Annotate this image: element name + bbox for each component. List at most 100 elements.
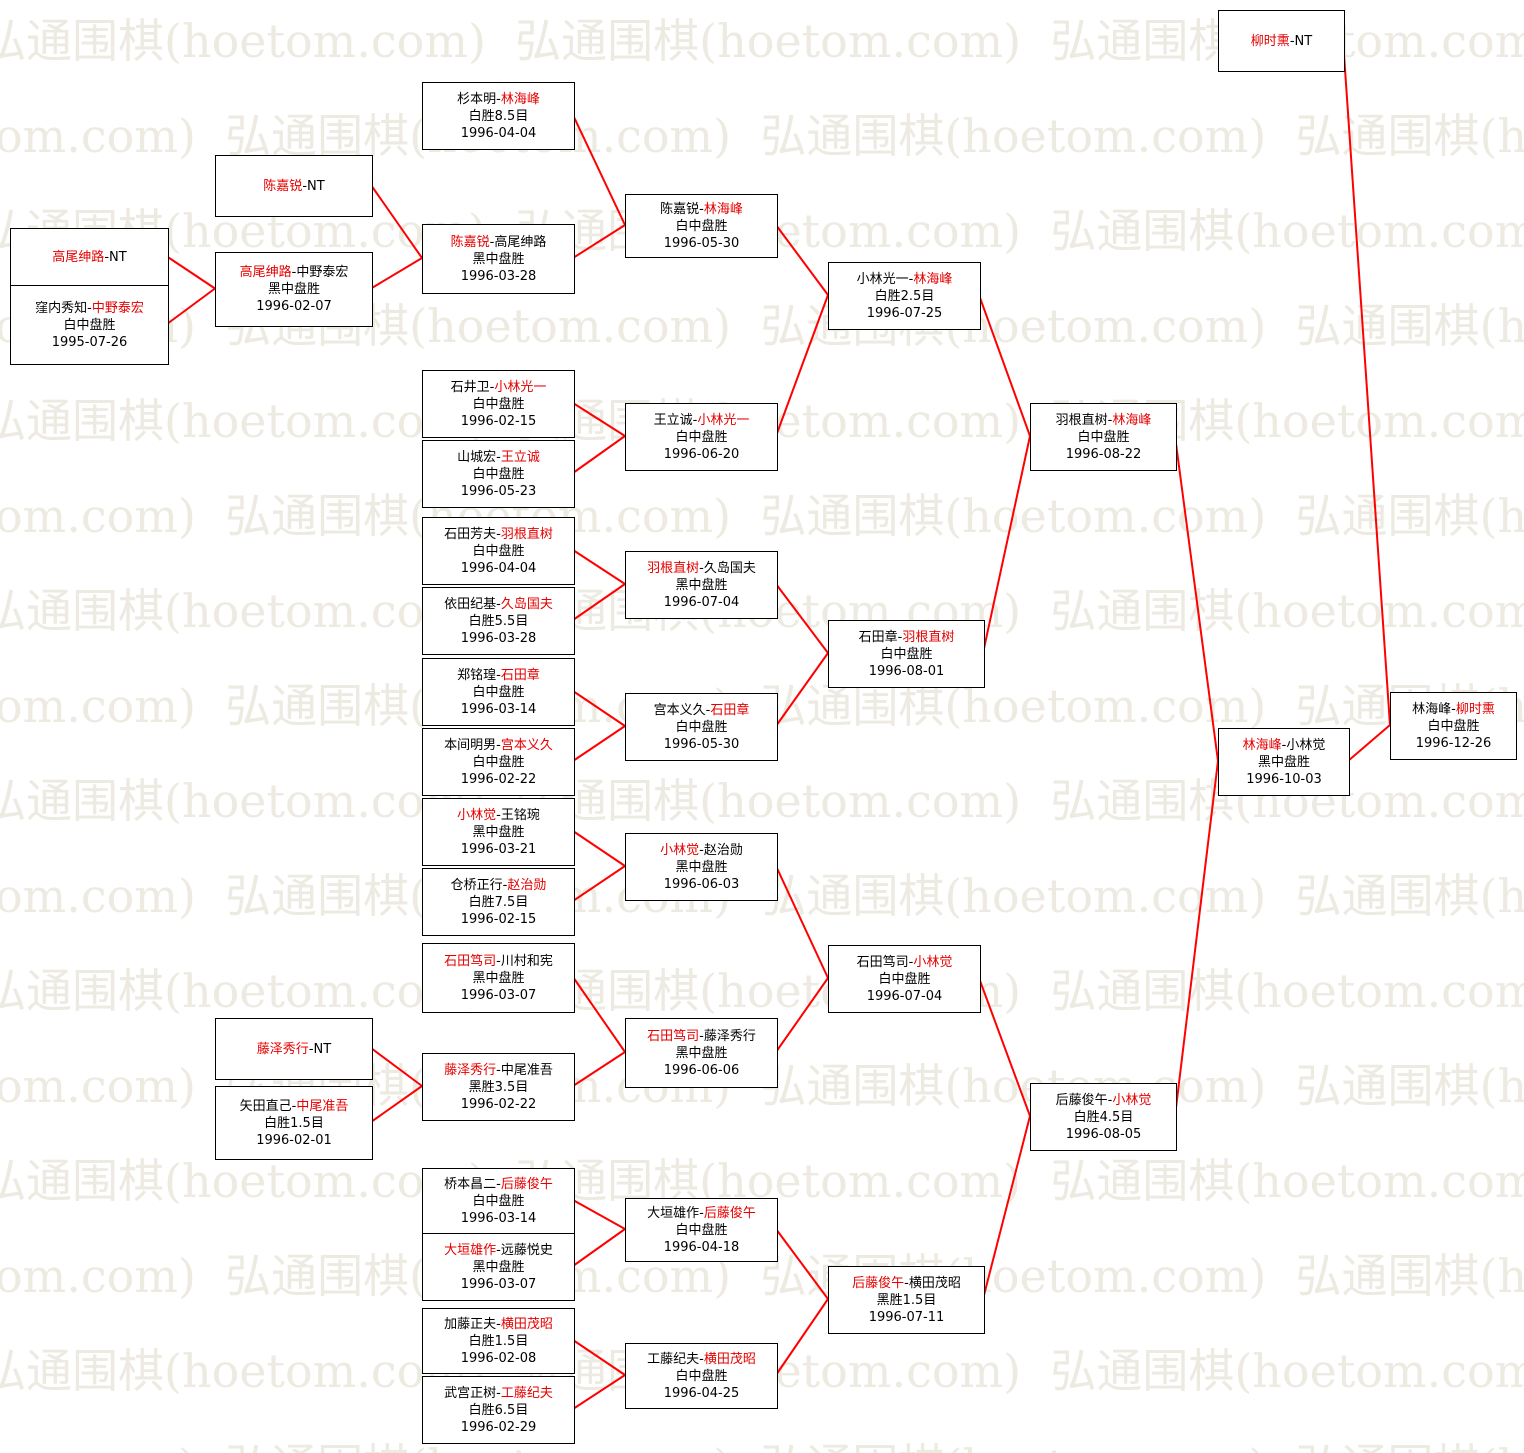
player-name[interactable]: 窪内秀知 — [35, 300, 88, 316]
player-name[interactable]: 高尾绅路 — [494, 234, 547, 250]
player-name[interactable]: 柳时熏 — [1455, 701, 1495, 717]
player-name[interactable]: 羽根直树 — [902, 629, 955, 645]
players-separator: - — [496, 1316, 501, 1332]
player-name[interactable]: 王铭琬 — [500, 807, 540, 823]
player-name[interactable]: 大垣雄作 — [444, 1242, 497, 1258]
match-result: 白胜1.5目 — [264, 1115, 324, 1131]
player-name[interactable]: 陈嘉锐 — [660, 201, 700, 217]
player-name[interactable]: 后藤俊午 — [1055, 1092, 1108, 1108]
player-name[interactable]: 林海峰 — [703, 201, 743, 217]
match-players: 藤泽秀行-NT — [257, 1041, 331, 1058]
player-name[interactable]: 赵治勋 — [507, 877, 547, 893]
player-name[interactable]: 石田章 — [858, 629, 898, 645]
connector-line — [982, 435, 1031, 654]
player-name[interactable]: 陈嘉锐 — [263, 178, 303, 194]
players-separator: - — [496, 1385, 501, 1401]
player-name[interactable]: 横田茂昭 — [703, 1351, 756, 1367]
player-name[interactable]: 林海峰 — [1112, 412, 1152, 428]
player-name[interactable]: NT — [307, 178, 325, 194]
player-name[interactable]: 桥本昌二 — [444, 1176, 497, 1192]
connector-line — [572, 865, 626, 902]
player-name[interactable]: 工藤纪夫 — [500, 1385, 553, 1401]
match-date: 1996-10-03 — [1246, 771, 1322, 787]
player-name[interactable]: 高尾绅路 — [52, 250, 105, 265]
player-name[interactable]: 远藤悦史 — [500, 1242, 553, 1258]
match-box: 柳时熏-NT — [1218, 10, 1345, 72]
player-name[interactable]: 中野泰宏 — [296, 265, 349, 280]
player-name[interactable]: 中尾准吾 — [296, 1098, 349, 1114]
match-result: 白中盘胜 — [675, 719, 728, 735]
player-name[interactable]: 小林觉 — [913, 954, 953, 970]
player-name[interactable]: 羽根直树 — [500, 526, 553, 542]
player-name[interactable]: 宫本义久 — [653, 702, 706, 718]
player-name[interactable]: 小林光一 — [697, 412, 750, 428]
player-name[interactable]: 赵治勋 — [703, 842, 743, 858]
player-name[interactable]: 横田茂昭 — [500, 1316, 553, 1332]
match-date: 1996-03-07 — [460, 987, 537, 1003]
player-name[interactable]: 后藤俊午 — [852, 1275, 905, 1291]
player-name[interactable]: 柳时熏 — [1250, 33, 1290, 49]
player-name[interactable]: 小林觉 — [660, 842, 700, 858]
player-name[interactable]: 小林光一 — [494, 379, 547, 395]
player-name[interactable]: 石井卫 — [450, 379, 490, 395]
player-name[interactable]: 石田笃司 — [647, 1028, 700, 1044]
player-name[interactable]: 高尾绅路 — [239, 265, 292, 280]
player-name[interactable]: 仓桥正行 — [450, 877, 503, 893]
player-name[interactable]: 横田茂昭 — [908, 1275, 961, 1291]
player-name[interactable]: 藤泽秀行 — [703, 1028, 756, 1044]
player-name[interactable]: 武宫正树 — [444, 1385, 497, 1401]
player-name[interactable]: 林海峰 — [913, 271, 953, 287]
match-players: 陈嘉锐-高尾绅路 — [451, 234, 547, 251]
player-name[interactable]: 工藤纪夫 — [647, 1351, 700, 1367]
player-name[interactable]: 宫本义久 — [500, 737, 553, 753]
player-name[interactable]: 小林觉 — [1112, 1092, 1152, 1108]
player-name[interactable]: 杉本明 — [457, 91, 497, 107]
player-name[interactable]: 山城宏 — [457, 449, 497, 465]
player-name[interactable]: 石田芳夫 — [444, 526, 497, 542]
player-name[interactable]: 小林觉 — [1286, 737, 1326, 753]
match-players: 加藤正夫-横田茂昭 — [444, 1316, 553, 1333]
player-name[interactable]: 陈嘉锐 — [450, 234, 490, 250]
player-name[interactable]: 藤泽秀行 — [256, 1041, 309, 1057]
match-players: 矢田直己-中尾准吾 — [240, 1098, 349, 1115]
player-name[interactable]: 大垣雄作 — [647, 1205, 700, 1221]
player-name[interactable]: 藤泽秀行 — [444, 1062, 497, 1078]
player-name[interactable]: 中野泰宏 — [91, 300, 144, 316]
player-name[interactable]: 郑铭瑝 — [457, 667, 497, 683]
match-players: 石田芳夫-羽根直树 — [444, 526, 553, 543]
player-name[interactable]: 后藤俊午 — [703, 1205, 756, 1221]
watermark-text: 弘通围棋(hoetom.com) 弘通围棋(hoetom.com) 弘通围棋(h… — [0, 489, 1524, 543]
player-name[interactable]: NT — [109, 250, 127, 265]
player-name[interactable]: 依田纪基 — [444, 596, 497, 612]
player-name[interactable]: 中尾准吾 — [500, 1062, 553, 1078]
player-name[interactable]: NT — [313, 1041, 332, 1057]
player-name[interactable]: 林海峰 — [500, 91, 540, 107]
player-name[interactable]: 川村和宪 — [500, 953, 553, 969]
match-players: 本间明男-宫本义久 — [444, 737, 553, 754]
match-players: 小林光一-林海峰 — [857, 271, 953, 288]
player-name[interactable]: 久岛国夫 — [500, 596, 553, 612]
player-name[interactable]: 本间明男 — [444, 737, 497, 753]
player-name[interactable]: 矢田直己 — [239, 1098, 292, 1114]
player-name[interactable]: 石田章 — [500, 667, 540, 683]
player-name[interactable]: 羽根直树 — [1055, 412, 1108, 428]
players-separator: - — [1289, 33, 1295, 49]
player-name[interactable]: 林海峰 — [1242, 737, 1282, 753]
player-name[interactable]: 羽根直树 — [647, 560, 700, 576]
player-name[interactable]: NT — [1294, 33, 1313, 49]
player-name[interactable]: 小林光一 — [856, 271, 909, 287]
player-name[interactable]: 石田章 — [710, 702, 750, 718]
player-name[interactable]: 小林觉 — [457, 807, 497, 823]
player-name[interactable]: 石田笃司 — [444, 953, 497, 969]
player-name[interactable]: 林海峰 — [1412, 701, 1452, 717]
connector-line — [166, 255, 216, 290]
player-name[interactable]: 王立诚 — [500, 449, 540, 465]
match-result: 白中盘胜 — [472, 396, 525, 412]
player-name[interactable]: 加藤正夫 — [444, 1316, 497, 1332]
player-name[interactable]: 后藤俊午 — [500, 1176, 553, 1192]
player-name[interactable]: 王立诚 — [653, 412, 693, 428]
player-name[interactable]: 久岛国夫 — [703, 560, 756, 576]
player-name[interactable]: 石田笃司 — [856, 954, 909, 970]
